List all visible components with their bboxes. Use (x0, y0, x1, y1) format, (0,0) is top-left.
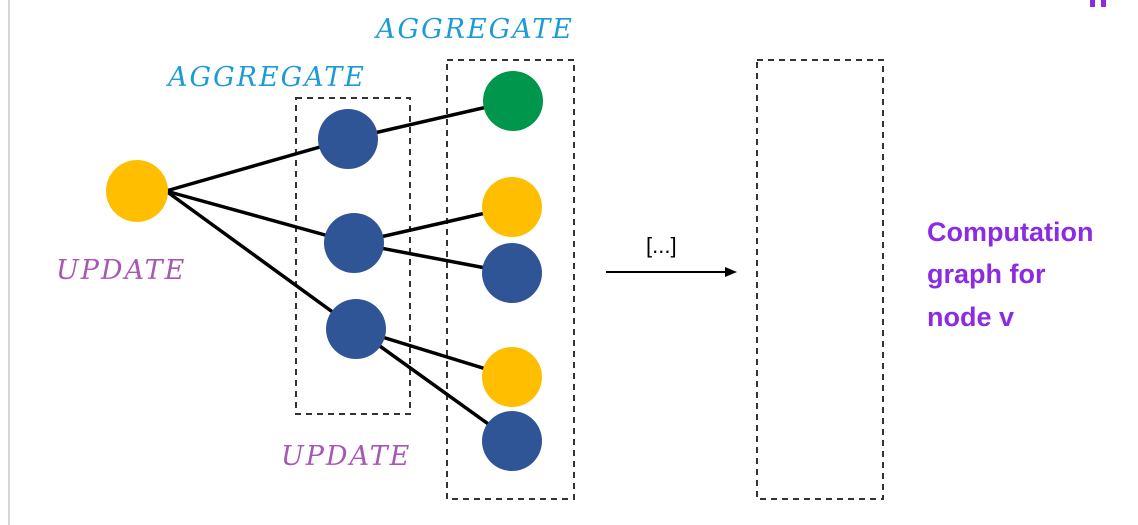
edge-root-mid-bottom (164, 189, 358, 331)
caption-line-2: graph for (927, 259, 1046, 289)
update-label-bottom: UPDATE (281, 441, 411, 472)
edge-root-mid-top (165, 137, 349, 193)
node-leaf-2 (482, 177, 542, 237)
node-mid-middle (324, 213, 384, 273)
aggregate-label-left: AGGREGATE (165, 62, 366, 93)
dashed-box-middle-layer (295, 97, 411, 415)
edge-mid-bottom-leaf-5 (354, 327, 514, 443)
node-root (106, 160, 168, 222)
ellipsis-label: [...] (646, 233, 677, 258)
update-label-left: UPDATE (56, 255, 186, 286)
node-leaf-1 (483, 71, 543, 131)
dashed-box-leaf-layer (446, 59, 575, 500)
node-leaf-5 (482, 411, 542, 471)
arrow-head-icon (725, 267, 737, 277)
node-mid-top (318, 109, 378, 169)
edge-root-mid-middle (165, 189, 355, 245)
nodes-layer (106, 71, 543, 471)
node-mid-bottom (326, 299, 386, 359)
dashed-box-output-layer (756, 59, 884, 500)
corner-mark-2 (1101, 0, 1106, 7)
caption-line-1: Computation (927, 217, 1093, 247)
caption-line-3: node v (927, 302, 1014, 332)
node-leaf-4 (482, 347, 542, 407)
aggregate-label-right: AGGREGATE (373, 14, 574, 45)
node-leaf-3 (482, 243, 542, 303)
corner-mark (1090, 0, 1095, 7)
